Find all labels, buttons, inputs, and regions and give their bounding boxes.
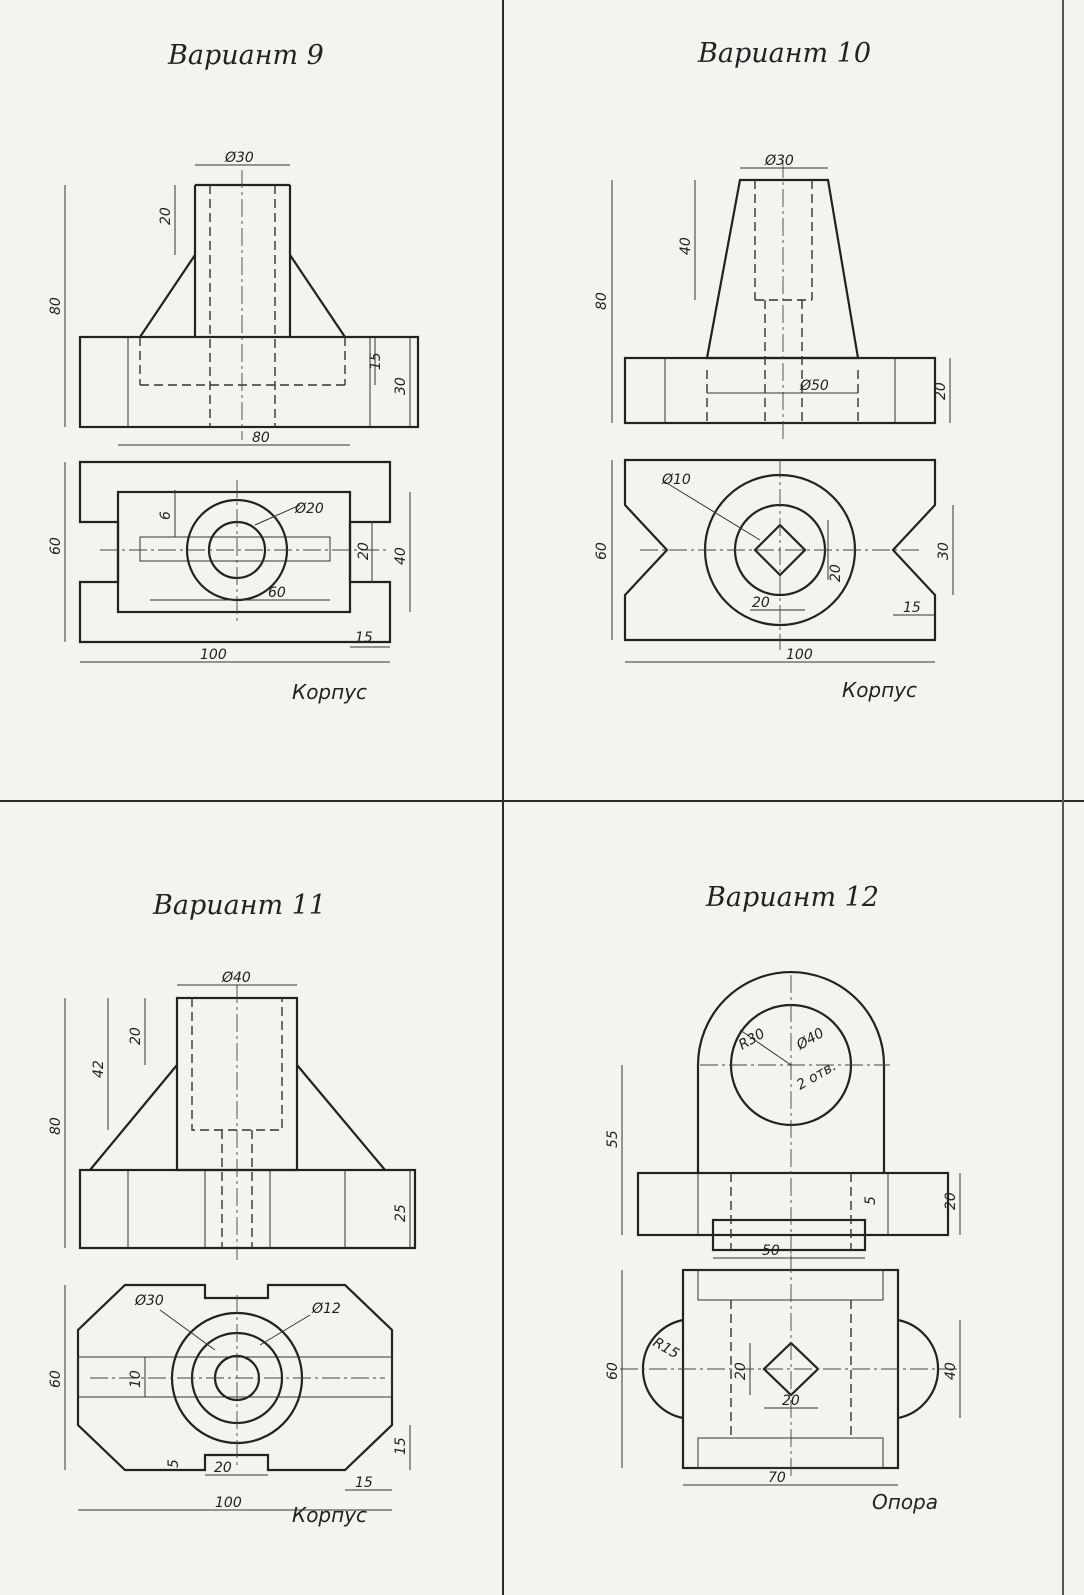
v12-dim-h60: 60 bbox=[605, 1362, 621, 1380]
v10-dim-h60: 60 bbox=[594, 542, 610, 560]
v11-dim-d30: Ø30 bbox=[134, 1293, 164, 1309]
v10-dim-h40: 40 bbox=[678, 237, 694, 255]
v10-dim-d30: Ø30 bbox=[764, 153, 794, 169]
v11-base-top bbox=[76, 1283, 394, 1472]
variant-9-drawing: Ø30 20 80 15 30 80 Ø20 60 6 20 40 60 100… bbox=[48, 150, 420, 663]
v12-dim-w20: 20 bbox=[782, 1393, 800, 1409]
v9-dim-w80: 80 bbox=[252, 430, 270, 446]
v11-dim-h5: 5 bbox=[166, 1459, 182, 1468]
vertical-divider bbox=[502, 0, 504, 1595]
variant-10-drawing: Ø30 40 80 Ø50 20 Ø10 60 20 20 30 15 100 bbox=[594, 153, 954, 663]
v10-dim-d10: Ø10 bbox=[661, 472, 691, 488]
v9-dim-h20: 20 bbox=[158, 207, 174, 225]
v11-dim-d12: Ø12 bbox=[311, 1301, 341, 1317]
v12-dim-w70: 70 bbox=[768, 1470, 786, 1486]
v12-base-front bbox=[636, 1171, 950, 1237]
v12-dim-h55: 55 bbox=[605, 1130, 621, 1148]
v9-dim-h60: 60 bbox=[48, 537, 64, 555]
v12-dim-h5: 5 bbox=[863, 1196, 879, 1205]
v12-upright-front bbox=[696, 970, 886, 1173]
v11-dim-h15: 15 bbox=[393, 1437, 409, 1455]
v9-dim-d20: Ø20 bbox=[294, 501, 324, 517]
v11-dim-h20: 20 bbox=[128, 1027, 144, 1045]
v9-dim-h80: 80 bbox=[48, 297, 64, 315]
v11-dim-h10: 10 bbox=[128, 1370, 144, 1388]
v12-dim-w50: 50 bbox=[762, 1243, 780, 1259]
v9-dim-h15: 15 bbox=[368, 352, 384, 370]
v12-dim-h20: 20 bbox=[943, 1192, 959, 1210]
v12-dim-h40: 40 bbox=[943, 1362, 959, 1380]
v9-dim-h40: 40 bbox=[393, 547, 409, 565]
panel-title-12: Вариант 12 bbox=[706, 882, 880, 913]
v10-dim-h80: 80 bbox=[594, 292, 610, 310]
v9-dim-h6: 6 bbox=[158, 511, 174, 520]
v10-dim-w100: 100 bbox=[786, 647, 813, 663]
part-name-12: Опора bbox=[872, 1490, 939, 1514]
v9-base-front bbox=[78, 335, 420, 429]
panel-title-11: Вариант 11 bbox=[153, 890, 327, 921]
v10-cone-front bbox=[705, 178, 860, 360]
v10-dim-h20: 20 bbox=[933, 382, 949, 400]
v12-dim-otv: 2 отв. bbox=[794, 1058, 839, 1093]
v9-dim-d30: Ø30 bbox=[224, 150, 254, 166]
v9-dim-h20b: 20 bbox=[356, 542, 372, 560]
part-name-9: Корпус bbox=[292, 680, 368, 704]
v9-dim-w60: 60 bbox=[268, 585, 286, 601]
v11-dim-h25: 25 bbox=[393, 1204, 409, 1222]
v10-base-top bbox=[623, 458, 937, 642]
v10-dim-d50: Ø50 bbox=[799, 378, 829, 394]
v10-base-front bbox=[623, 356, 937, 425]
v9-dim-w15: 15 bbox=[355, 630, 373, 646]
v11-dim-w100: 100 bbox=[215, 1495, 242, 1511]
v10-dim-h30: 30 bbox=[936, 542, 952, 560]
v9-base-top bbox=[78, 460, 392, 644]
panel-title-9: Вариант 9 bbox=[168, 40, 324, 71]
v11-dim-d40: Ø40 bbox=[221, 970, 251, 986]
panel-title-10: Вариант 10 bbox=[698, 38, 872, 69]
v10-dim-w15: 15 bbox=[903, 600, 921, 616]
v11-dim-w20: 20 bbox=[214, 1460, 232, 1476]
part-name-11: Корпус bbox=[292, 1503, 368, 1527]
v12-dim-r15: R15 bbox=[650, 1335, 682, 1363]
variant-12-drawing: R30 Ø40 2 отв. 55 5 20 50 60 R15 20 20 4… bbox=[605, 970, 961, 1486]
v11-dim-h80: 80 bbox=[48, 1117, 64, 1135]
v12-dim-h20a: 20 bbox=[733, 1362, 749, 1380]
v11-dim-h42: 42 bbox=[91, 1060, 107, 1078]
v12-dim-d40: Ø40 bbox=[793, 1025, 827, 1054]
v9-dim-h30: 30 bbox=[393, 377, 409, 395]
v10-dim-h20a: 20 bbox=[828, 564, 844, 582]
part-name-10: Корпус bbox=[842, 678, 918, 702]
v11-dim-w15: 15 bbox=[355, 1475, 373, 1491]
horizontal-divider bbox=[0, 800, 1084, 802]
v11-dim-h60: 60 bbox=[48, 1370, 64, 1388]
variant-11-drawing: Ø40 20 42 80 25 Ø30 Ø12 60 10 15 5 20 15… bbox=[48, 970, 417, 1511]
v11-base-front bbox=[78, 1168, 417, 1250]
right-edge-line bbox=[1062, 0, 1064, 1595]
v10-dim-w20: 20 bbox=[752, 595, 770, 611]
v9-dim-w100: 100 bbox=[200, 647, 227, 663]
